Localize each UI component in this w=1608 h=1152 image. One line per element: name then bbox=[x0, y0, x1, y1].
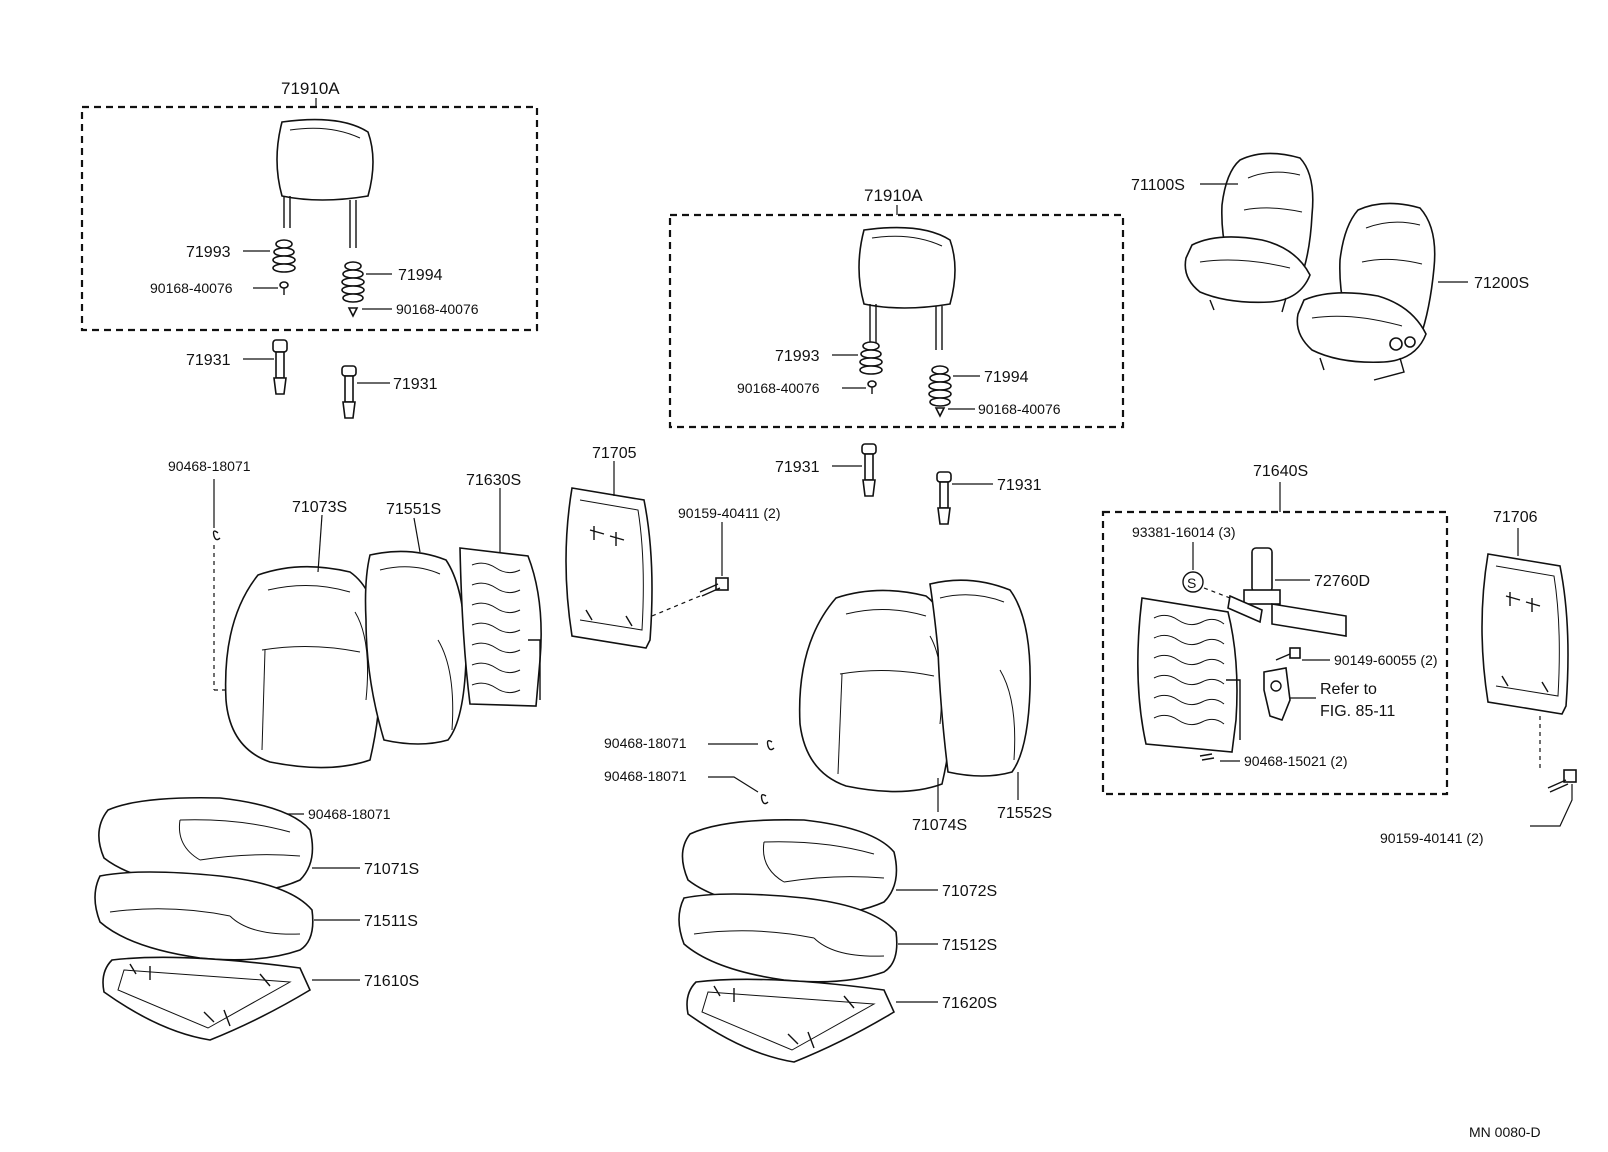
label-71931-left-b[interactable]: 71931 bbox=[393, 376, 438, 393]
label-90159-40141[interactable]: 90159-40141 (2) bbox=[1380, 830, 1484, 846]
label-90468-15021[interactable]: 90468-15021 (2) bbox=[1244, 753, 1348, 769]
label-fig-85-11[interactable]: FIG. 85-11 bbox=[1320, 703, 1395, 720]
clip-90468-15021 bbox=[1199, 753, 1215, 761]
diagram-code: MN 0080-D bbox=[1469, 1124, 1541, 1140]
label-90168-left-a[interactable]: 90168-40076 bbox=[150, 280, 233, 296]
support-71931-left-a bbox=[272, 339, 288, 395]
clip-center-b bbox=[760, 793, 769, 805]
spring-guide-71993-center bbox=[859, 341, 883, 375]
spring-guide-71994-left bbox=[341, 261, 365, 303]
back-frame-springs-right bbox=[1137, 597, 1241, 753]
s-mark: S bbox=[1187, 575, 1196, 591]
clip-center-a bbox=[766, 739, 775, 751]
label-90468-left-back[interactable]: 90468-18071 bbox=[168, 458, 251, 474]
label-71610S[interactable]: 71610S bbox=[364, 973, 419, 990]
label-71640S[interactable]: 71640S bbox=[1253, 463, 1308, 480]
label-71551S[interactable]: 71551S bbox=[386, 501, 441, 518]
cushion-cover-71071S bbox=[98, 796, 314, 894]
label-71071S[interactable]: 71071S bbox=[364, 861, 419, 878]
spring-guide-71994-center bbox=[928, 365, 952, 407]
label-71511S[interactable]: 71511S bbox=[364, 913, 418, 930]
label-71100S[interactable]: 71100S bbox=[1131, 177, 1185, 194]
label-71074S[interactable]: 71074S bbox=[912, 817, 967, 834]
bolt-90159-40141 bbox=[1547, 769, 1577, 793]
label-71931-center-a[interactable]: 71931 bbox=[775, 459, 820, 476]
label-71552S[interactable]: 71552S bbox=[997, 805, 1052, 822]
label-refer-to[interactable]: Refer to bbox=[1320, 681, 1377, 698]
recliner-part bbox=[1263, 667, 1291, 721]
cushion-cover-71072S bbox=[681, 818, 898, 916]
cushion-frame-71620S bbox=[686, 978, 896, 1063]
label-71931-left-a[interactable]: 71931 bbox=[186, 352, 231, 369]
cushion-center: 71072S 71512S 71620S bbox=[678, 818, 997, 1063]
label-93381-16014[interactable]: 93381-16014 (3) bbox=[1132, 524, 1236, 540]
headrest-group-left: 71910A 71993 90168-40076 bbox=[80, 79, 539, 419]
screw-center-a bbox=[867, 380, 877, 394]
headrest-pad-center bbox=[858, 226, 956, 309]
back-board-71705 bbox=[565, 487, 653, 649]
label-71910A-left[interactable]: 71910A bbox=[281, 79, 340, 98]
label-72760D[interactable]: 72760D bbox=[1314, 573, 1370, 590]
screw-center-b bbox=[934, 407, 946, 418]
back-pad-71551S bbox=[364, 550, 467, 745]
support-71931-center-a bbox=[861, 443, 877, 497]
back-frame-71630S bbox=[459, 547, 542, 707]
label-71073S[interactable]: 71073S bbox=[292, 499, 347, 516]
s-mark-circle bbox=[1182, 571, 1204, 593]
support-71931-left-b bbox=[341, 365, 357, 419]
back-frame-assy-71640S: 71640S 93381-16014 (3) S 72760D bbox=[1101, 463, 1449, 796]
label-90468-cushion-left[interactable]: 90468-18071 bbox=[308, 806, 391, 822]
headrest-pad-left bbox=[276, 118, 374, 201]
label-71993-left[interactable]: 71993 bbox=[186, 244, 231, 261]
back-cover-71074S bbox=[798, 589, 954, 793]
seatback-left: 90468-18071 71073S 71551S bbox=[168, 445, 780, 769]
label-71630S[interactable]: 71630S bbox=[466, 472, 521, 489]
label-71994-center[interactable]: 71994 bbox=[984, 369, 1029, 386]
support-71931-center-b bbox=[936, 471, 952, 525]
label-90168-center-a[interactable]: 90168-40076 bbox=[737, 380, 820, 396]
cushion-pad-71511S bbox=[94, 871, 314, 961]
seat-71200S bbox=[1296, 202, 1436, 381]
label-71993-center[interactable]: 71993 bbox=[775, 348, 820, 365]
label-71910A-center[interactable]: 71910A bbox=[864, 186, 923, 205]
motor-72760D bbox=[1227, 547, 1347, 637]
seat-71100S bbox=[1184, 152, 1314, 313]
label-90168-left-b[interactable]: 90168-40076 bbox=[396, 301, 479, 317]
clip-left-back bbox=[212, 530, 221, 541]
label-71706[interactable]: 71706 bbox=[1493, 509, 1538, 526]
bolt-90149-60055 bbox=[1275, 647, 1301, 661]
back-board-71706 bbox=[1481, 553, 1569, 715]
back-pad-71552S bbox=[929, 579, 1031, 777]
headrest-group-center: 71910A 71993 90168-40076 71994 bbox=[668, 186, 1125, 525]
label-71994-left[interactable]: 71994 bbox=[398, 267, 443, 284]
back-cover-71073S bbox=[224, 565, 382, 769]
label-71620S[interactable]: 71620S bbox=[942, 995, 997, 1012]
screw-left-b bbox=[347, 307, 359, 318]
cushion-frame-71610S bbox=[102, 956, 312, 1041]
label-71931-center-b[interactable]: 71931 bbox=[997, 477, 1042, 494]
bolt-90159-40411 bbox=[699, 577, 729, 597]
cushion-left: 90468-18071 71071S 71511S 71610S bbox=[94, 796, 419, 1041]
label-71072S[interactable]: 71072S bbox=[942, 883, 997, 900]
label-90149-60055[interactable]: 90149-60055 (2) bbox=[1334, 652, 1438, 668]
label-90168-center-b[interactable]: 90168-40076 bbox=[978, 401, 1061, 417]
label-90159-40411[interactable]: 90159-40411 (2) bbox=[678, 505, 780, 521]
label-71200S[interactable]: 71200S bbox=[1474, 275, 1529, 292]
back-board-71706-group: 71706 90159-40141 (2) bbox=[1380, 509, 1577, 846]
label-71512S[interactable]: 71512S bbox=[942, 937, 997, 954]
screw-left-a bbox=[279, 281, 289, 295]
label-71705[interactable]: 71705 bbox=[592, 445, 637, 462]
cushion-pad-71512S bbox=[678, 893, 898, 983]
complete-seats: 71100S 71200S bbox=[1131, 152, 1529, 381]
label-90468-center-a[interactable]: 90468-18071 bbox=[604, 735, 687, 751]
label-90468-center-b[interactable]: 90468-18071 bbox=[604, 768, 687, 784]
spring-guide-71993-left bbox=[272, 239, 296, 273]
seatback-center: 90468-18071 90468-18071 71074S 71552S bbox=[604, 579, 1052, 834]
